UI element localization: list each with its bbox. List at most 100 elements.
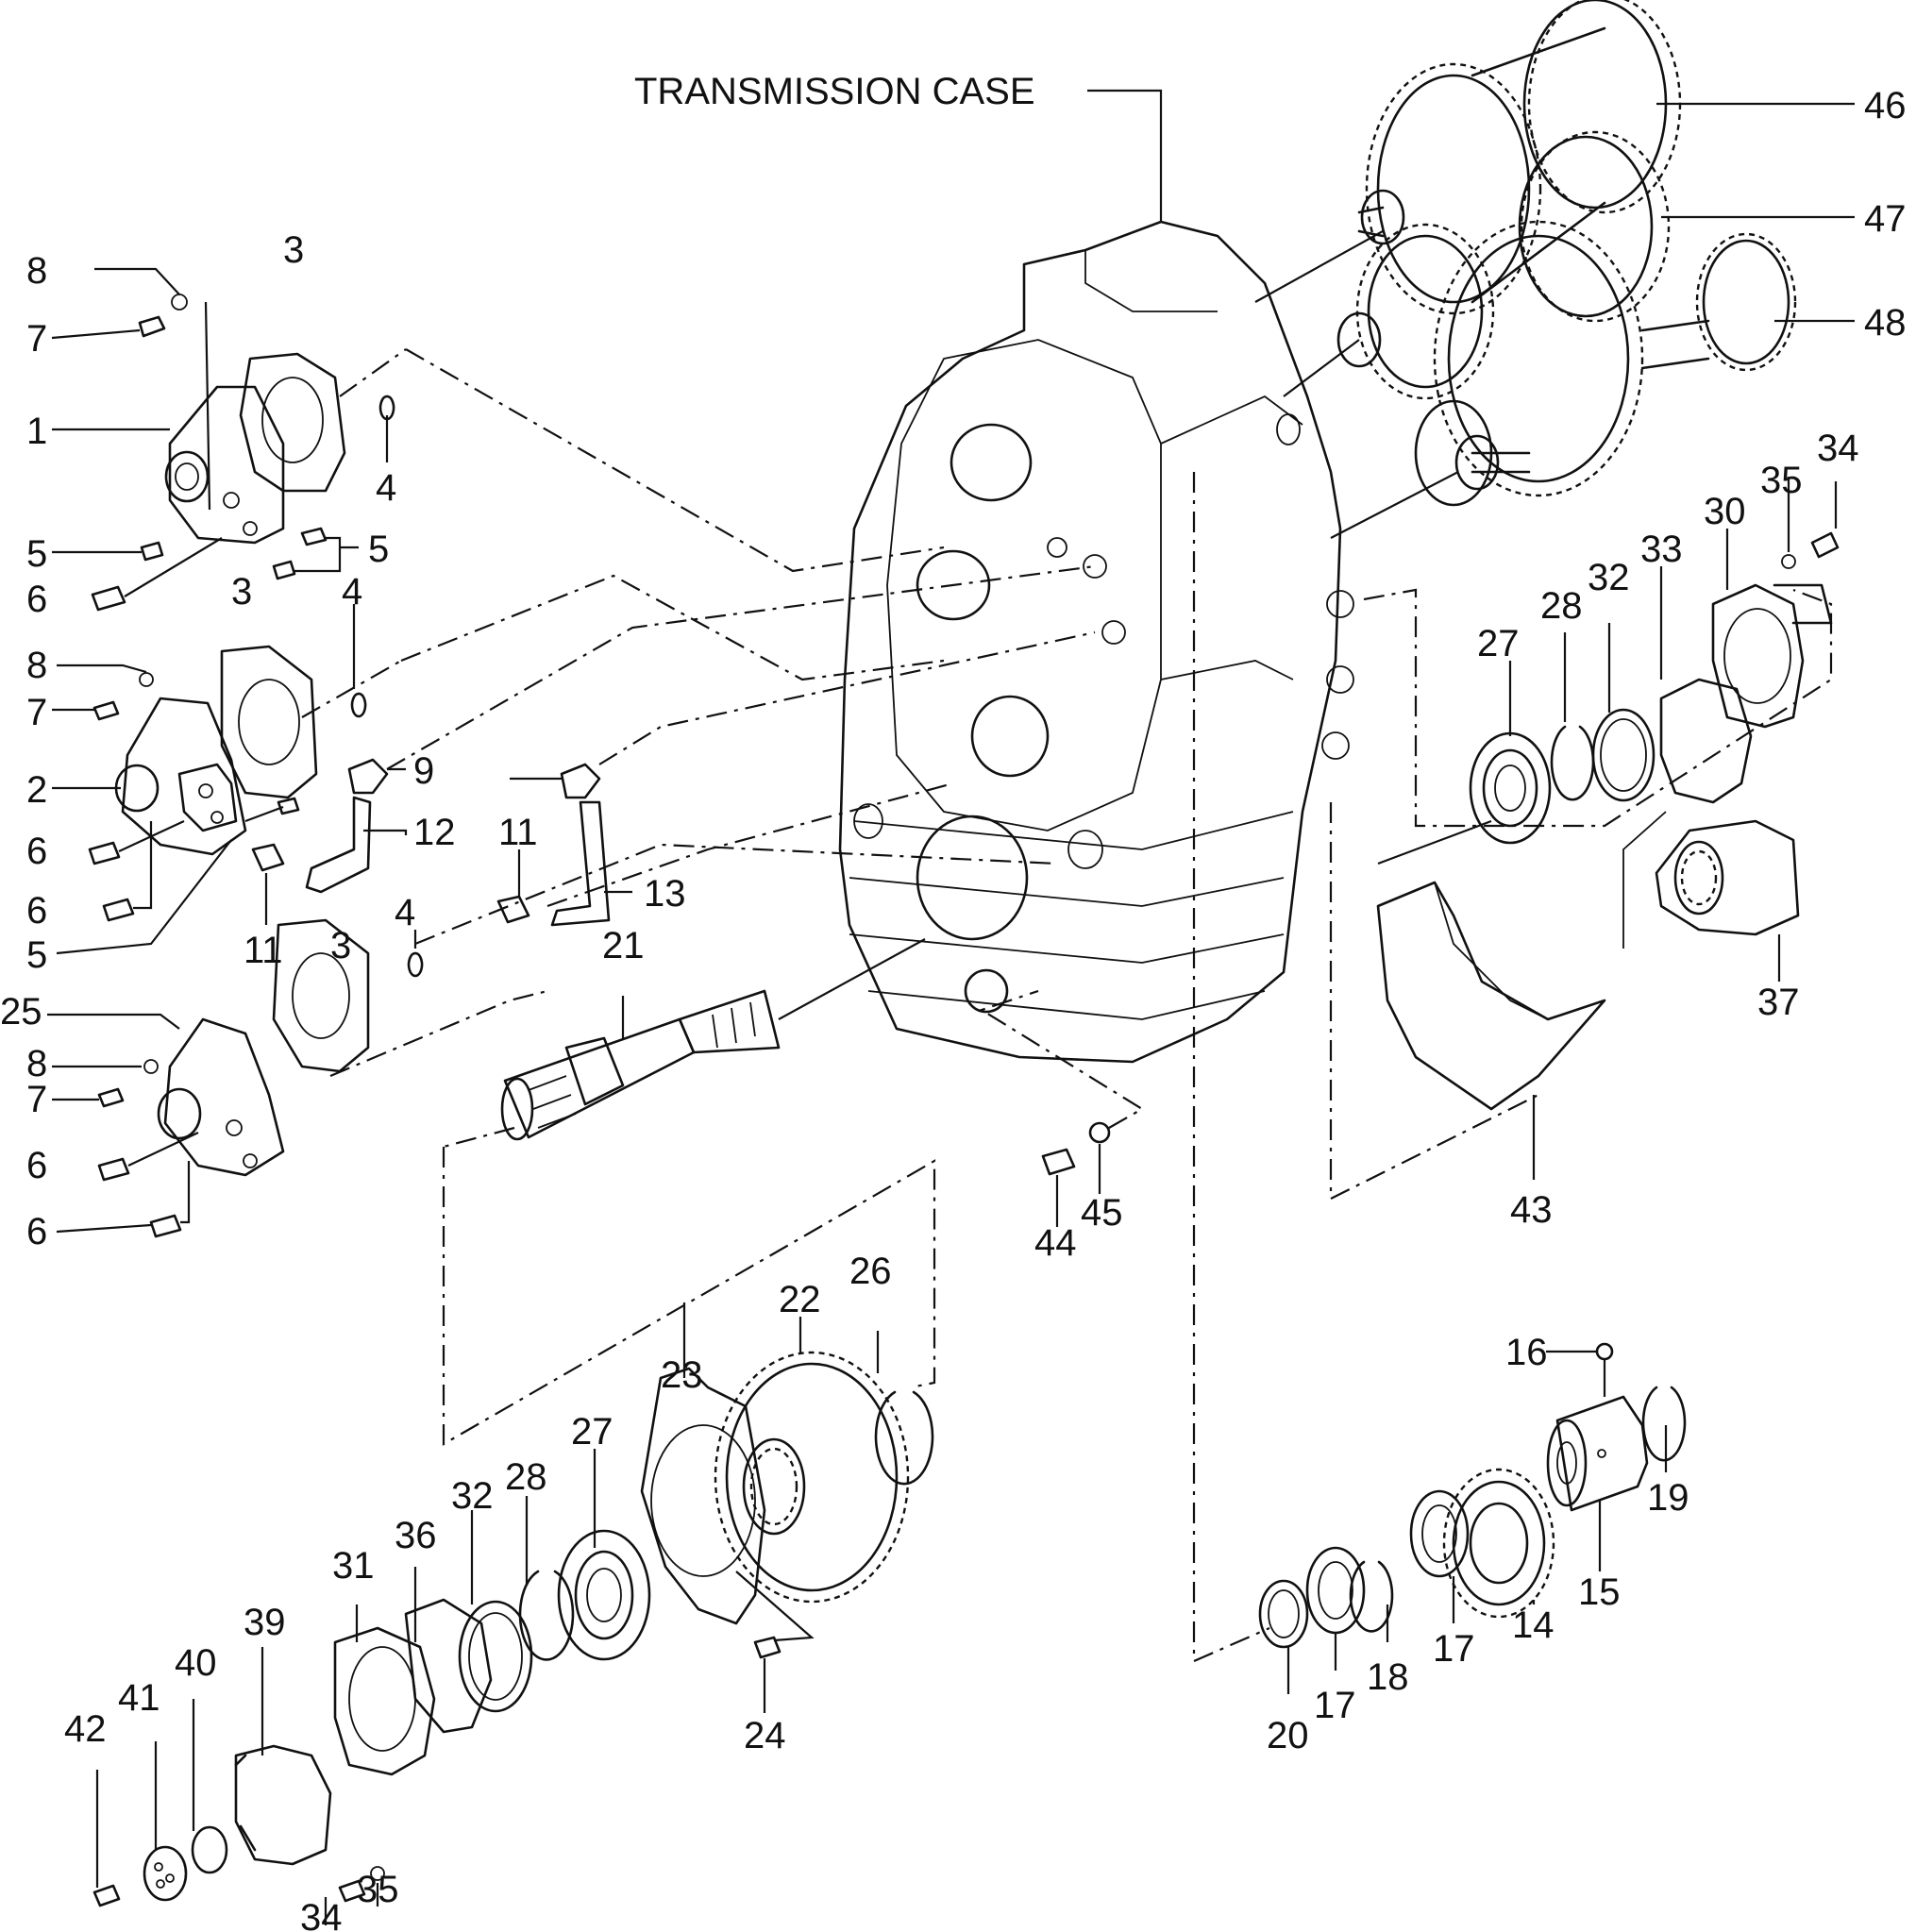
callout-4: 4: [376, 467, 396, 509]
callout-6: 6: [26, 1211, 47, 1252]
shaft-21: [500, 938, 926, 1141]
callout-35: 35: [1760, 460, 1803, 501]
callout-25: 25: [0, 991, 42, 1033]
callout-44: 44: [1034, 1222, 1077, 1264]
callout-3: 3: [330, 925, 351, 966]
bolt-6a: [91, 585, 126, 612]
callout-6: 6: [26, 831, 47, 872]
callout-1: 1: [26, 411, 47, 452]
callout-46: 46: [1864, 85, 1907, 126]
lower-gear-group: [92, 1351, 934, 1907]
shaft-axis-box: [442, 1147, 936, 1446]
vertical-centerline: [1192, 472, 1270, 1663]
callout-11: 11: [498, 812, 538, 853]
callout-28: 28: [505, 1456, 547, 1498]
transmission-case-title: TRANSMISSION CASE: [634, 71, 1035, 112]
o-ring-4b: [350, 692, 367, 718]
callout-45: 45: [1081, 1192, 1123, 1234]
elbow-fitting-9b: [560, 763, 601, 799]
plate-43: [1329, 802, 1606, 1201]
callout-12: 12: [413, 812, 456, 853]
callout-7: 7: [26, 318, 47, 360]
callout-6: 6: [26, 1145, 47, 1186]
bolt-6c: [102, 898, 135, 922]
bolt-24: [753, 1636, 782, 1659]
callout-32: 32: [451, 1475, 494, 1517]
washer-8a: [171, 294, 188, 311]
callout-3: 3: [231, 571, 252, 613]
callout-31: 31: [332, 1545, 375, 1587]
callout-39: 39: [244, 1602, 286, 1643]
callout-34: 34: [300, 1897, 343, 1932]
callout-20: 20: [1267, 1715, 1309, 1756]
callout-2: 2: [26, 769, 47, 811]
callout-13: 13: [644, 873, 686, 915]
gear-cluster: [1254, 0, 1797, 539]
callout-33: 33: [1640, 529, 1683, 570]
callout-30: 30: [1704, 491, 1746, 532]
callout-43: 43: [1510, 1189, 1553, 1231]
plug-11b: [496, 895, 530, 924]
callout-28: 28: [1540, 585, 1583, 627]
callout-5: 5: [26, 934, 47, 976]
right-bearing-group: [1469, 531, 1840, 845]
callout-6: 6: [26, 890, 47, 932]
callout-7: 7: [26, 1079, 47, 1120]
bolt-6d: [97, 1157, 130, 1182]
callout-23: 23: [661, 1354, 703, 1396]
callout-5: 5: [26, 533, 47, 575]
callout-14: 14: [1512, 1604, 1555, 1646]
callout-42: 42: [64, 1708, 107, 1750]
callout-9: 9: [413, 750, 434, 792]
callout-18: 18: [1367, 1656, 1409, 1698]
callout-11: 11: [244, 930, 283, 971]
lower-right-group: [1258, 1342, 1687, 1649]
washer-35b: [370, 1866, 385, 1881]
callout-34: 34: [1817, 428, 1859, 469]
plug-11a: [251, 843, 285, 872]
cover-25: [157, 918, 548, 1177]
transmission-case: [838, 220, 1354, 1064]
callout-4: 4: [342, 571, 362, 613]
callout-37: 37: [1757, 982, 1800, 1023]
callout-27: 27: [1477, 623, 1520, 664]
callout-8: 8: [26, 250, 47, 292]
callout-32: 32: [1588, 557, 1630, 598]
bolt-7c: [97, 1087, 125, 1108]
yoke-37: [1622, 811, 1800, 982]
callout-8: 8: [26, 1043, 47, 1084]
callout-19: 19: [1647, 1477, 1689, 1519]
callout-26: 26: [849, 1251, 892, 1292]
callout-5: 5: [368, 529, 389, 570]
callout-48: 48: [1864, 302, 1907, 344]
callout-4: 4: [395, 892, 415, 933]
callout-6: 6: [26, 579, 47, 620]
callout-41: 41: [118, 1677, 160, 1719]
washer-35a: [1781, 554, 1796, 569]
callout-7: 7: [26, 692, 47, 733]
callout-22: 22: [779, 1279, 821, 1320]
callout-17: 17: [1314, 1685, 1356, 1726]
callout-24: 24: [744, 1715, 786, 1756]
elbow-fitting-9a: [347, 758, 389, 795]
bolt-7a: [138, 315, 166, 338]
bolt-34a: [1810, 531, 1840, 559]
callout-27: 27: [571, 1411, 613, 1453]
hose-13: [550, 800, 611, 927]
callout-36: 36: [395, 1515, 437, 1556]
callout-3: 3: [283, 229, 304, 271]
callout-17: 17: [1433, 1628, 1475, 1670]
callout-8: 8: [26, 645, 47, 686]
bolt-34b: [338, 1879, 366, 1903]
callout-21: 21: [602, 925, 645, 966]
callout-15: 15: [1578, 1571, 1621, 1613]
washer-45: [1088, 1121, 1111, 1144]
setscrew-5a: [140, 541, 164, 562]
bolt-6b: [88, 841, 121, 865]
callout-labels: 8 7 3 1 4 5 5 6 3 4 8 7 2 9 6 12 11 13 6…: [0, 85, 1907, 1932]
title-leader: [1087, 89, 1163, 222]
washer-8b: [139, 672, 154, 687]
callout-35: 35: [357, 1869, 399, 1910]
washer-8c: [143, 1059, 159, 1074]
